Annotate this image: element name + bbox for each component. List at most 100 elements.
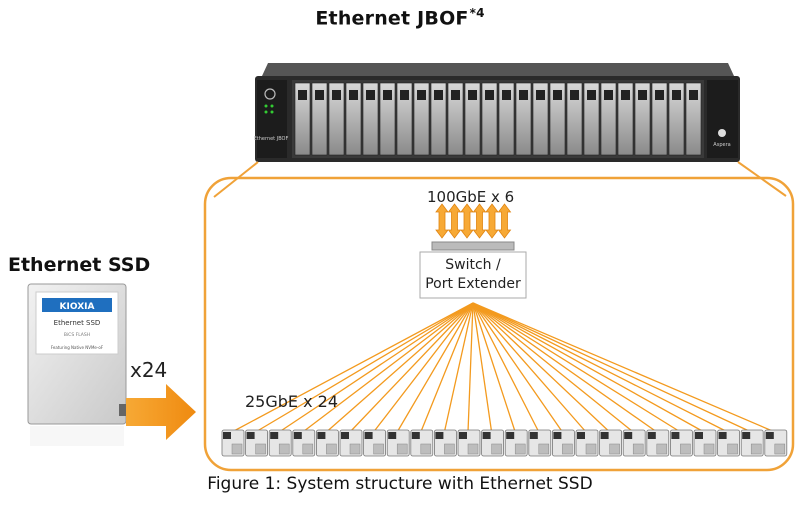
drive-bay-latch [485,90,494,100]
drive-bay [464,82,481,156]
drive-bay [600,82,617,156]
uplink-arrow [485,203,499,239]
drive-bay [413,82,430,156]
drive-bay-latch [383,90,392,100]
ssd-product-label: Ethernet SSD [54,319,101,327]
drive-bay-latch [553,90,562,100]
drive-bay-latch [655,90,664,100]
drive-bay [651,82,668,156]
drive-bay [498,82,515,156]
fanout-line [349,302,474,433]
drive-bay [362,82,379,156]
ethernet-ssd-drive: KIOXIA Ethernet SSD BiCS FLASH Featuring… [27,283,127,446]
ssd-sub-label: BiCS FLASH [64,332,90,338]
drive-bay [481,82,498,156]
big-right-arrow [126,384,196,440]
ssd-module [599,429,622,457]
ssd-module [268,429,292,457]
fanout-line [278,302,474,433]
fanout-line [231,302,474,433]
drive-bay-latch [417,90,426,100]
drive-bay-latch [451,90,460,100]
ssd-module [764,429,788,457]
ssd-module [622,429,646,457]
drive-bay [311,82,328,156]
drive-bay-latch [519,90,528,100]
drive-bay-latch [604,90,613,100]
ssd-module [245,429,269,457]
drive-bay [668,82,685,156]
jbof-chassis: Ethernet JBOF Aspera [254,63,740,162]
uplink-arrow [447,203,462,239]
aspera-logo-icon [718,129,726,137]
fanout-line [472,302,681,433]
ssd-module [528,429,552,457]
uplink-label: 100GbE x 6 [427,188,515,206]
downlink-label: 25GbE x 24 [245,392,339,411]
uplink-arrow [460,203,474,239]
fanout-line [255,302,474,433]
fanout-line [302,302,474,433]
ssd-module [740,429,764,457]
ssd-module [315,429,339,457]
drive-bay [328,82,345,156]
drive-bay-latch [332,90,341,100]
ssd-module [717,429,740,457]
drive-bay [396,82,413,156]
drive-bay-latch [672,90,681,100]
chassis-label-left: Ethernet JBOF [254,136,289,142]
drive-bay-latch [689,90,698,100]
fanout-line [396,302,474,433]
drive-bay-latch [400,90,409,100]
drive-bay-latch [621,90,630,100]
ssd-module [670,429,693,457]
drive-bay [430,82,447,156]
callout-line-left [213,161,259,198]
drive-bay-latch [434,90,443,100]
drive-bay [532,82,549,156]
jbof-expanded-box [203,176,795,472]
uplink-arrows [435,203,512,239]
fanout-line [472,302,728,433]
drive-bay [685,82,702,156]
drive-bay-latch [468,90,477,100]
drive-bay-latch [536,90,545,100]
ssd-module [363,429,387,457]
ssd-modules [221,429,788,457]
switch-label-line1: Switch / [445,257,501,273]
drive-bay [294,82,311,156]
ssd-module [410,429,434,457]
fanout-line [467,302,474,433]
ssd-module [646,429,670,457]
drive-bay-latch [349,90,358,100]
drive-bay-latch [315,90,324,100]
uplink-arrow [472,203,487,239]
ssd-module [457,429,481,457]
fanout-lines [231,302,776,433]
switch-top-bar [431,241,515,251]
ssd-module [386,429,410,457]
drive-bay-latch [298,90,307,100]
drive-bay-latch [587,90,596,100]
drive-bay [447,82,464,156]
ssd-module [339,429,363,457]
drive-bay [379,82,396,156]
drive-bay [583,82,600,156]
fanout-line [373,302,474,433]
kioxia-logo: KIOXIA [60,302,95,312]
fanout-line [443,302,474,433]
drive-bay [549,82,566,156]
fanout-line [472,302,611,433]
ssd-module [504,429,528,457]
power-icon [264,88,276,100]
fanout-line [472,302,752,433]
ssd-module [575,429,599,457]
switch-label-line2: Port Extender [425,276,521,292]
drive-bay-latch [502,90,511,100]
ssd-module [221,429,245,457]
drive-bay-latch [570,90,579,100]
multiplier-label: x24 [130,358,168,382]
drive-bay [634,82,651,156]
ssd-module [481,429,505,457]
